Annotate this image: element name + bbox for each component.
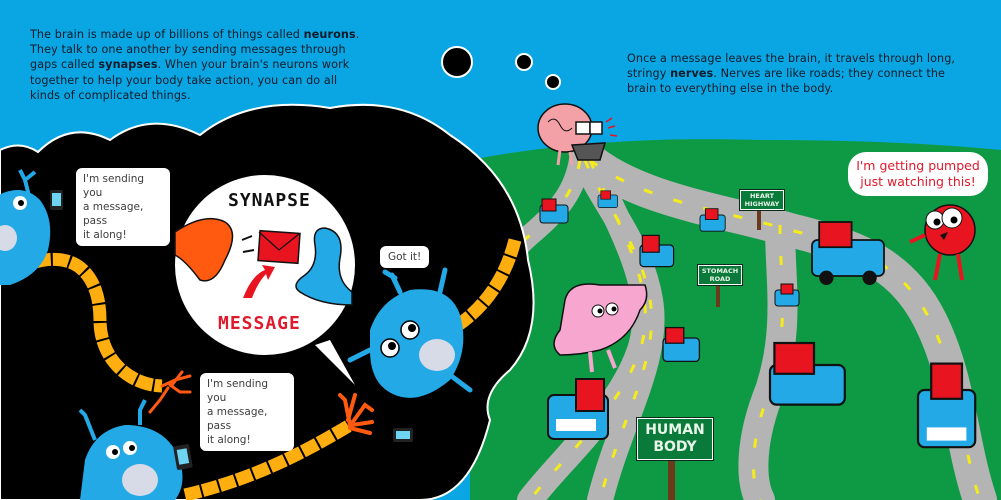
axon-top xyxy=(33,252,163,393)
neuron-top-left xyxy=(0,169,63,285)
speech-text: I'm getting pumped just watching this! xyxy=(856,158,980,189)
truck xyxy=(547,378,609,440)
caption-text: . They talk to one another by sending me… xyxy=(30,28,360,72)
truck xyxy=(916,362,977,449)
speech-text: Got it! xyxy=(388,251,422,263)
caption-text: Once a message leaves the brain, it trav… xyxy=(627,52,956,81)
caption-text: . When your brain's neurons work togethe… xyxy=(30,58,350,102)
message-label: MESSAGE xyxy=(218,313,301,334)
sign-heart-highway: HEART HIGHWAY xyxy=(739,189,785,211)
synapse-title: SYNAPSE xyxy=(228,190,311,211)
truck xyxy=(774,283,800,307)
truck xyxy=(768,341,846,406)
message-arrow-icon xyxy=(243,265,275,298)
motion-lines xyxy=(241,235,255,253)
thought-dot-medium xyxy=(515,53,533,71)
caption-term-synapses: synapses xyxy=(98,58,158,72)
speech-text: I'm sending you a message, pass it along… xyxy=(83,173,145,241)
speech-bubble-neuron-bottom-left: I'm sending you a message, pass it along… xyxy=(200,373,294,451)
presynaptic-terminal xyxy=(174,217,234,282)
truck xyxy=(639,234,675,268)
truck xyxy=(699,208,726,232)
stomach-character xyxy=(553,283,648,373)
truck xyxy=(662,326,701,363)
axon-terminal-1 xyxy=(148,370,192,414)
truck xyxy=(811,221,885,285)
envelope-icon xyxy=(257,229,301,265)
caption-text: . Nerves are like roads; they connect th… xyxy=(627,67,946,96)
speech-text: I'm sending you a message, pass it along… xyxy=(207,378,269,446)
caption-neurons: The brain is made up of billions of thin… xyxy=(30,27,370,103)
thought-dot-large xyxy=(441,46,473,78)
sign-human-body: HUMAN BODY xyxy=(636,417,714,461)
thought-dot-small xyxy=(545,74,561,90)
neuron-bottom-left xyxy=(78,399,193,500)
brain-character xyxy=(537,103,618,166)
speech-bubble-heart: I'm getting pumped just watching this! xyxy=(848,152,988,196)
heart-character xyxy=(909,204,976,281)
sign-post-stomach xyxy=(716,285,720,307)
postsynaptic-dendrite xyxy=(295,227,353,306)
synapse-diagram xyxy=(174,175,355,385)
caption-term-nerves: nerves xyxy=(670,67,714,81)
speech-bubble-neuron-top-left: I'm sending you a message, pass it along… xyxy=(76,168,170,246)
caption-text: The brain is made up of billions of thin… xyxy=(30,28,304,41)
caption-term-neurons: neurons xyxy=(303,28,356,41)
axon-bottom xyxy=(183,419,354,500)
caption-nerves: Once a message leaves the brain, it trav… xyxy=(627,51,967,97)
sign-post-body xyxy=(668,460,675,500)
sign-post-heart xyxy=(757,210,761,230)
message-trucks xyxy=(539,190,977,449)
neuron-right xyxy=(347,267,473,442)
truck xyxy=(597,190,618,208)
axon-terminal-2 xyxy=(338,393,374,435)
sign-stomach-road: STOMACH ROAD xyxy=(697,264,743,286)
speech-bubble-neuron-right: Got it! xyxy=(380,246,430,268)
truck xyxy=(539,198,569,224)
